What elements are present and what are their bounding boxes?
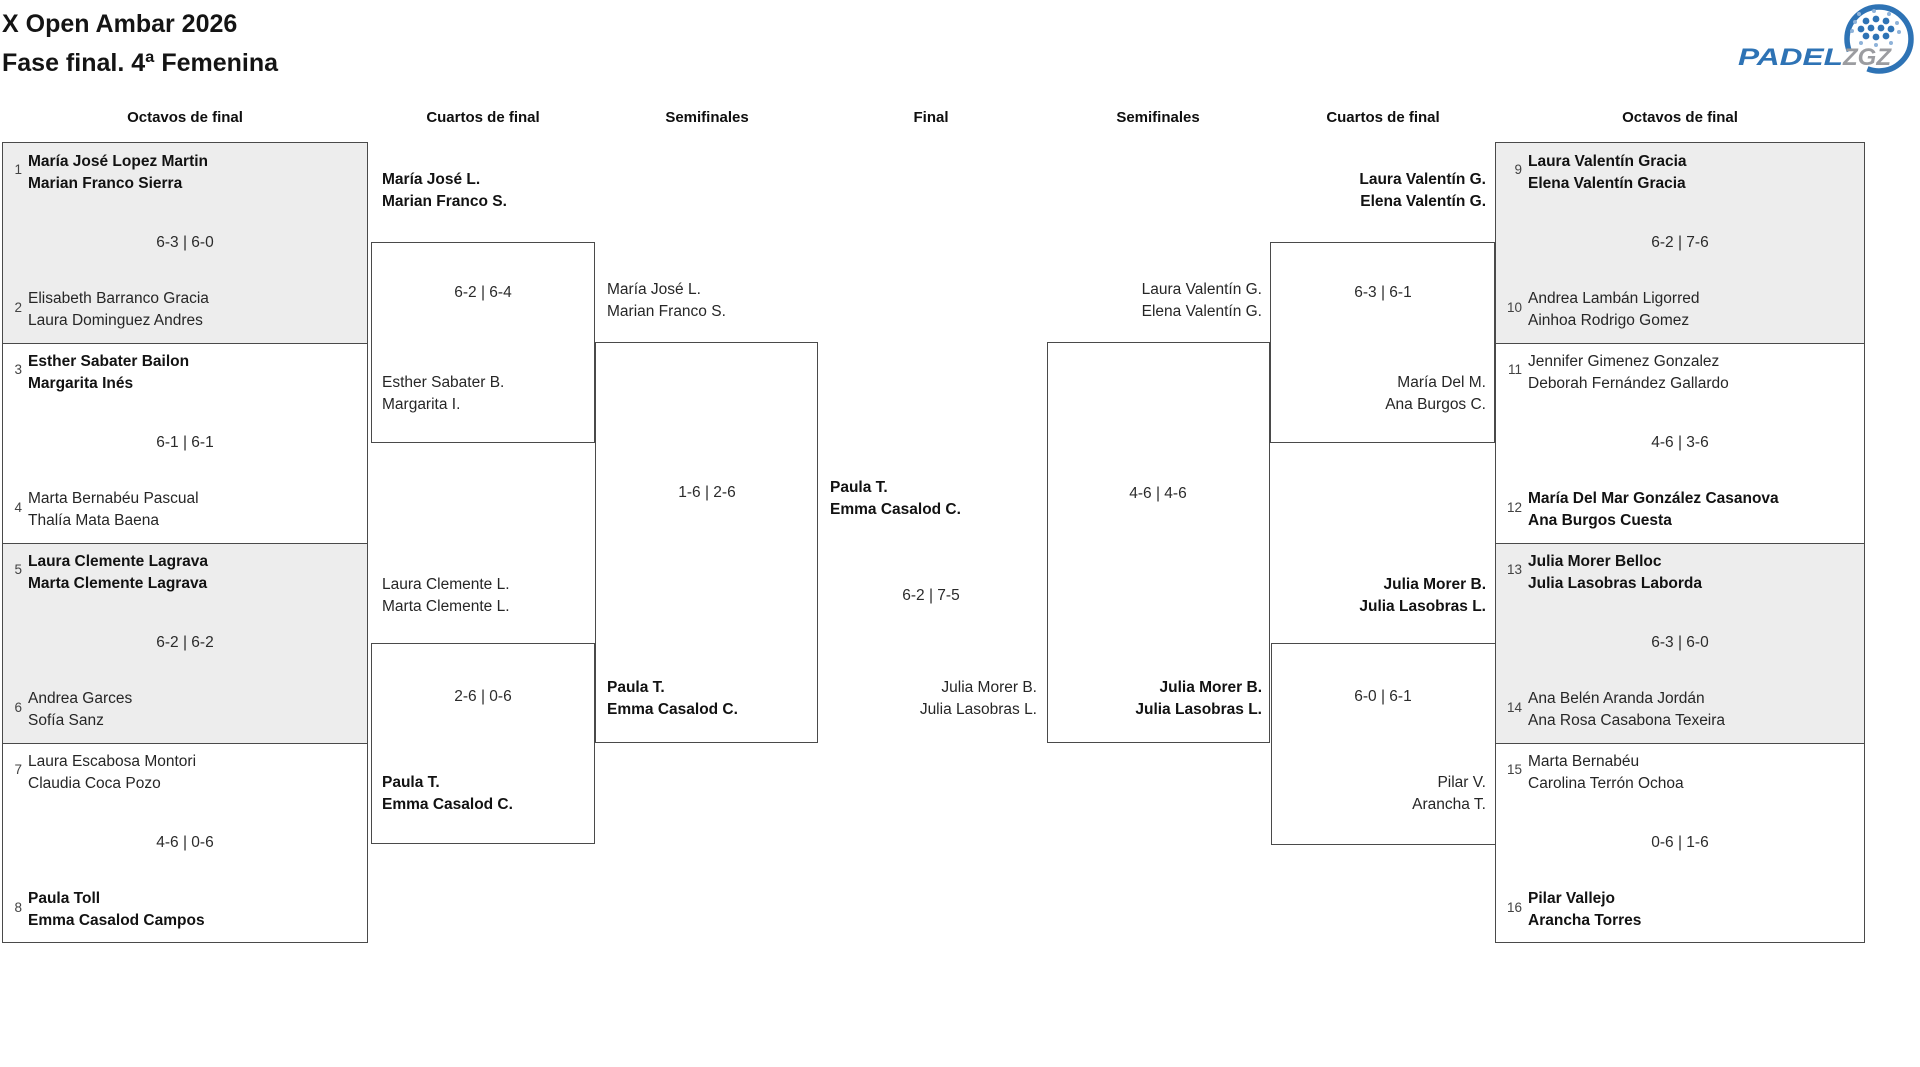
bracket-box-qf1-right xyxy=(1270,242,1495,443)
team-entry: Julia Morer B.Julia Lasobras L. xyxy=(1359,576,1486,615)
seed-number: 4 xyxy=(14,500,22,515)
padel-racket-icon: PADELZGZ xyxy=(1738,4,1914,74)
seed-number: 6 xyxy=(14,700,22,715)
team-entry: María José L.Marian Franco S. xyxy=(382,171,507,210)
match-score: 6-0 | 6-1 xyxy=(1354,688,1412,705)
bracket-box-r16-right xyxy=(1495,142,1865,943)
header-octavos-right: Octavos de final xyxy=(1622,109,1738,126)
header-semis-right: Semifinales xyxy=(1116,109,1200,126)
match-score: 6-2 | 7-5 xyxy=(902,587,960,604)
match-score: 6-2 | 7-6 xyxy=(1651,234,1709,251)
padelzgz-logo: PADELZGZ xyxy=(1718,2,1918,77)
seed-number: 3 xyxy=(14,362,22,377)
match-row xyxy=(1496,743,1864,942)
match-score: 4-6 | 3-6 xyxy=(1651,434,1709,451)
phase-category: Fase final. 4ª Femenina xyxy=(2,49,279,77)
match-row xyxy=(3,143,367,343)
match-row xyxy=(3,543,367,743)
bracket-box-qf2-right xyxy=(1271,643,1496,845)
seed-number: 15 xyxy=(1506,762,1522,777)
header-cuartos-left: Cuartos de final xyxy=(426,109,540,126)
seed-number: 11 xyxy=(1507,362,1522,377)
bracket-box-r16-left xyxy=(2,142,368,943)
match-row xyxy=(1496,143,1864,343)
team-entry-champion: Paula T.Emma Casalod C. xyxy=(830,479,961,518)
seed-number: 8 xyxy=(14,900,22,915)
bracket-box-sf-right xyxy=(1047,342,1270,743)
header-semis-left: Semifinales xyxy=(665,109,749,126)
header-final: Final xyxy=(913,109,949,126)
match-score: 6-2 | 6-4 xyxy=(454,284,512,301)
match-score: 6-1 | 6-1 xyxy=(156,434,214,451)
team-entry: María Del M.Ana Burgos C. xyxy=(1385,374,1486,413)
bracket-box-qf2-left xyxy=(371,643,595,844)
page-title: X Open Ambar 2026 Fase final. 4ª Femenin… xyxy=(2,5,278,83)
match-score: 0-6 | 1-6 xyxy=(1651,834,1709,851)
team-entry: Laura Valentín G.Elena Valentín G. xyxy=(1359,171,1486,210)
header-cuartos-right: Cuartos de final xyxy=(1326,109,1440,126)
match-score: 1-6 | 2-6 xyxy=(678,484,736,501)
seed-number: 12 xyxy=(1506,500,1522,515)
team-entry: María José L.Marian Franco S. xyxy=(607,281,726,320)
seed-number: 1 xyxy=(14,162,22,177)
seed-number: 13 xyxy=(1506,562,1522,577)
match-score: 6-3 | 6-0 xyxy=(1651,634,1709,651)
seed-number: 5 xyxy=(14,562,22,577)
bracket-box-sf-left xyxy=(595,342,818,743)
team-entry: Pilar V.Arancha T. xyxy=(1412,774,1486,813)
seed-number: 2 xyxy=(14,300,22,315)
seed-number: 9 xyxy=(1514,162,1522,177)
seed-number: 7 xyxy=(14,762,22,777)
seed-number: 10 xyxy=(1506,300,1522,315)
match-score: 2-6 | 0-6 xyxy=(454,688,512,705)
match-score: 6-3 | 6-0 xyxy=(156,234,214,251)
header-octavos-left: Octavos de final xyxy=(127,109,243,126)
svg-text:PADELZGZ: PADELZGZ xyxy=(1738,44,1892,71)
team-entry: Esther Sabater B.Margarita I. xyxy=(382,374,505,413)
match-score: 4-6 | 4-6 xyxy=(1129,485,1187,502)
team-entry: Laura Valentín G.Elena Valentín G. xyxy=(1141,281,1262,320)
match-score: 6-2 | 6-2 xyxy=(156,634,214,651)
match-row xyxy=(1496,543,1864,743)
bracket-box-qf1-left xyxy=(371,242,595,443)
match-score: 4-6 | 0-6 xyxy=(156,834,214,851)
match-row xyxy=(3,343,367,543)
team-entry: Laura Clemente L.Marta Clemente L. xyxy=(382,576,510,615)
team-entry: Paula T.Emma Casalod C. xyxy=(607,679,738,718)
match-row xyxy=(3,743,367,942)
team-entry: Julia Morer B.Julia Lasobras L. xyxy=(919,679,1037,718)
tournament-name: X Open Ambar 2026 xyxy=(2,10,238,38)
seed-number: 16 xyxy=(1506,900,1522,915)
team-entry: Julia Morer B.Julia Lasobras L. xyxy=(1135,679,1262,718)
match-score: 6-3 | 6-1 xyxy=(1354,284,1412,301)
seed-number: 14 xyxy=(1506,700,1522,715)
team-entry: Paula T.Emma Casalod C. xyxy=(382,774,513,813)
match-row xyxy=(1496,343,1864,543)
